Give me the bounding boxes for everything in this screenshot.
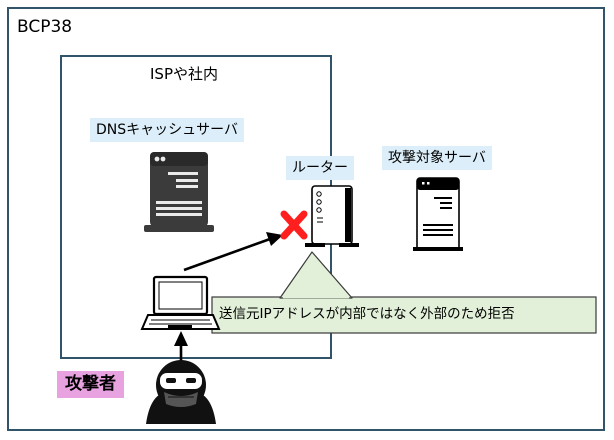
outer-title: BCP38: [17, 17, 73, 37]
dns-server-label: DNSキャッシュサーバ: [90, 118, 244, 142]
attack-arrow: [183, 232, 283, 272]
router-label: ルーター: [286, 156, 354, 180]
blocked-x-icon: [280, 210, 308, 240]
target-server-icon: [413, 177, 463, 251]
outer-frame: [7, 7, 605, 431]
attacker-label: 攻撃者: [57, 371, 124, 398]
inner-title: ISPや社内: [150, 65, 218, 83]
target-server-label: 攻撃対象サーバ: [382, 146, 492, 170]
hacker-icon: [146, 360, 216, 424]
laptop-icon: [140, 275, 221, 330]
router-icon: [305, 185, 359, 247]
dns-server-icon: [144, 152, 214, 232]
callout-text: 送信元IPアドレスが内部ではなく外部のため拒否: [219, 306, 515, 322]
